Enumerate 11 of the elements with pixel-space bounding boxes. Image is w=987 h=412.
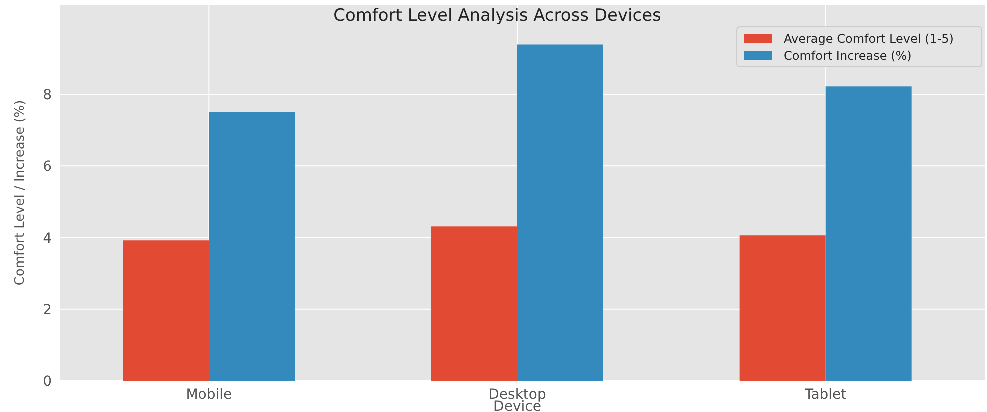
tick-label: 4 xyxy=(43,230,52,247)
tick-label: 8 xyxy=(43,88,52,104)
tick-label: 0 xyxy=(43,374,52,390)
tick-label: 6 xyxy=(43,159,52,176)
tick-label: Tablet xyxy=(804,387,847,403)
axis-title: Comfort Level / Increase (%) xyxy=(13,100,28,286)
tick-label: 2 xyxy=(43,302,52,318)
legend-label: Comfort Increase (%) xyxy=(784,49,912,63)
tick-label: Mobile xyxy=(186,387,232,403)
chart-title: Comfort Level Analysis Across Devices xyxy=(334,6,662,26)
legend-label: Average Comfort Level (1-5) xyxy=(784,32,954,46)
